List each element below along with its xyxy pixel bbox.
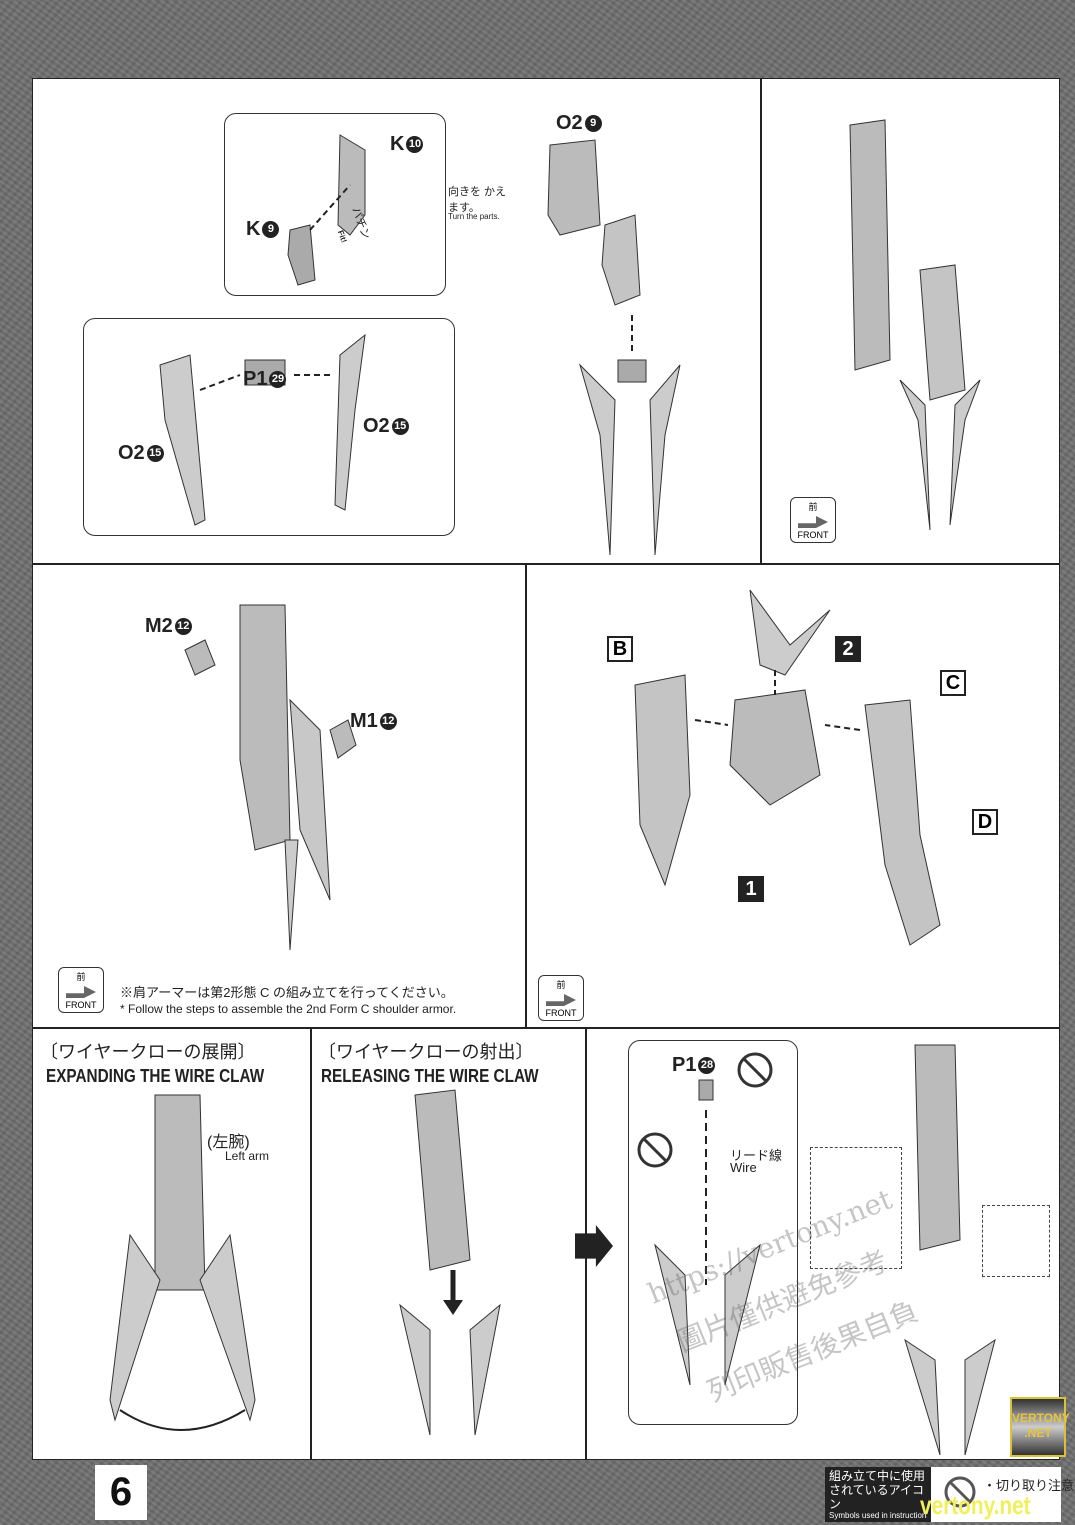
expanded-claw-drawing [109,1094,256,1431]
turn-note-jp: 向きを かえます。 [448,186,507,214]
legend-item-jp: ・切り取り注意 [983,1478,1075,1493]
legend-title-en: Symbols used in instructions [829,1511,927,1520]
divider [525,565,527,1027]
note-en: * Follow the steps to assemble the 2nd F… [120,1002,457,1016]
label-d: D [972,809,998,835]
label-2: 2 [835,636,861,662]
no-cut-icon [944,1476,976,1508]
detail-callout [810,1147,902,1269]
expanding-title-jp: 〔ワイヤークローの展開〕 [40,1042,256,1062]
detail-callout [982,1205,1050,1277]
note-jp: ※肩アーマーは第2形態 C の組み立てを行ってください。 [120,985,454,1000]
divider [760,78,762,563]
legend-title-jp: 組み立て中に使用されているアイコン [829,1469,926,1511]
left-arm-en: Left arm [225,1149,270,1163]
releasing-title-jp: 〔ワイヤークローの射出〕 [318,1042,534,1062]
divider [32,563,1060,565]
label-b: B [607,636,633,662]
expanding-title-en: EXPANDING THE WIRE CLAW [46,1066,265,1086]
p1-parts-drawing [159,333,366,526]
releasing-title-en: RELEASING THE WIRE CLAW [321,1066,539,1086]
left-arm-jp: (左腕) [207,1134,250,1151]
legend-item: ・切り取り注意 [931,1467,1074,1522]
wire-drawing [637,1052,773,1386]
release-claw-drawing [399,1089,501,1436]
body-assembly-drawing [634,589,941,946]
arm-shoulder-drawing [184,604,357,951]
divider [32,1027,1060,1029]
label-1: 1 [738,876,764,902]
wire-label-jp: リード線 [730,1148,783,1163]
claw-assembly-drawing [547,139,681,556]
footer-watermark: vertony.net [920,1490,1031,1520]
wire-inset [628,1040,798,1425]
k-parts-drawing [287,134,366,286]
divider [310,1029,312,1460]
legend-title: 組み立て中に使用されているアイコン Symbols used in instru… [825,1467,931,1522]
page-number: 6 [95,1465,147,1520]
turn-note-en: Turn the parts. [448,212,500,221]
wire-label-en: Wire [730,1160,757,1175]
arm-wire-drawing [904,1044,996,1456]
arm-assembly-drawing [849,119,981,531]
vertony-badge: VERTONY .NET [1010,1397,1070,1457]
label-c: C [940,670,966,696]
